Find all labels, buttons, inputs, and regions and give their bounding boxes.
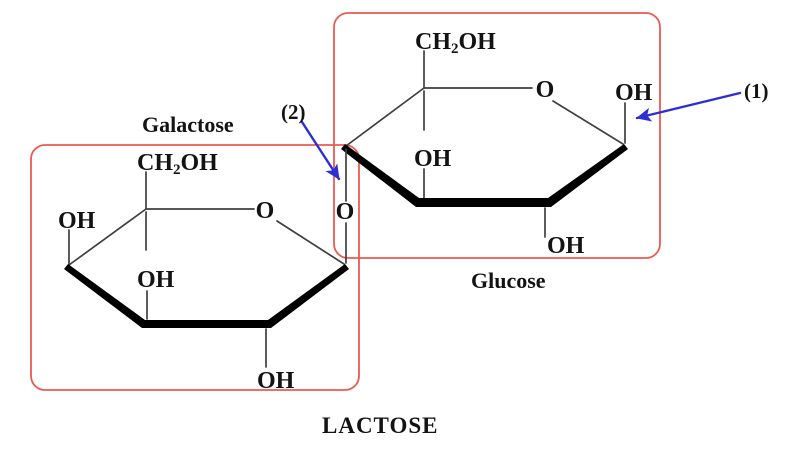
glucose-c4-c5-bond xyxy=(345,87,425,147)
glucose-front-bold-bonds xyxy=(341,144,628,207)
glucose-anomeric-oh-label: OH xyxy=(615,80,653,106)
glucose-c2-oh-label: OH xyxy=(547,233,585,259)
galactose-unit: CH2OH O OH OH OH Galactose xyxy=(30,112,360,394)
galactose-ch2oh-label: CH2OH xyxy=(137,150,218,178)
galactose-unit-label: Galactose xyxy=(142,112,234,137)
annotation-label-1: (1) xyxy=(744,79,769,103)
glucose-c3-oh-label: OH xyxy=(414,146,452,172)
annotation-arrow-1 xyxy=(635,91,742,122)
galactose-highlight-box xyxy=(30,144,360,391)
annotation-arrow-2 xyxy=(300,120,341,181)
glucose-ring-oxygen-c1-bond xyxy=(552,100,624,145)
glucose-unit: CH2OH O OH OH OH Glucose xyxy=(333,12,661,293)
galactose-ring-oxygen-c1-bond xyxy=(276,220,345,265)
glucose-ch2oh-label: CH2OH xyxy=(415,29,496,57)
galactose-c4-c5-bond xyxy=(68,208,147,266)
glycosidic-bridge: O xyxy=(336,148,355,264)
glucose-ring-oxygen-label: O xyxy=(536,77,555,103)
annotations: (1) (2) xyxy=(281,79,769,181)
diagram-title: LACTOSE xyxy=(322,413,439,438)
glucose-highlight-box xyxy=(333,12,661,259)
annotation-label-2: (2) xyxy=(281,100,306,124)
galactose-c2-oh-label: OH xyxy=(257,368,295,394)
galactose-front-bold-bonds xyxy=(64,264,349,328)
glycosidic-oxygen-label: O xyxy=(336,199,355,225)
galactose-ring-oxygen-label: O xyxy=(256,198,275,224)
galactose-c4-oh-label: OH xyxy=(58,208,96,234)
galactose-c3-oh-label: OH xyxy=(137,267,175,293)
glucose-unit-label: Glucose xyxy=(471,268,546,293)
